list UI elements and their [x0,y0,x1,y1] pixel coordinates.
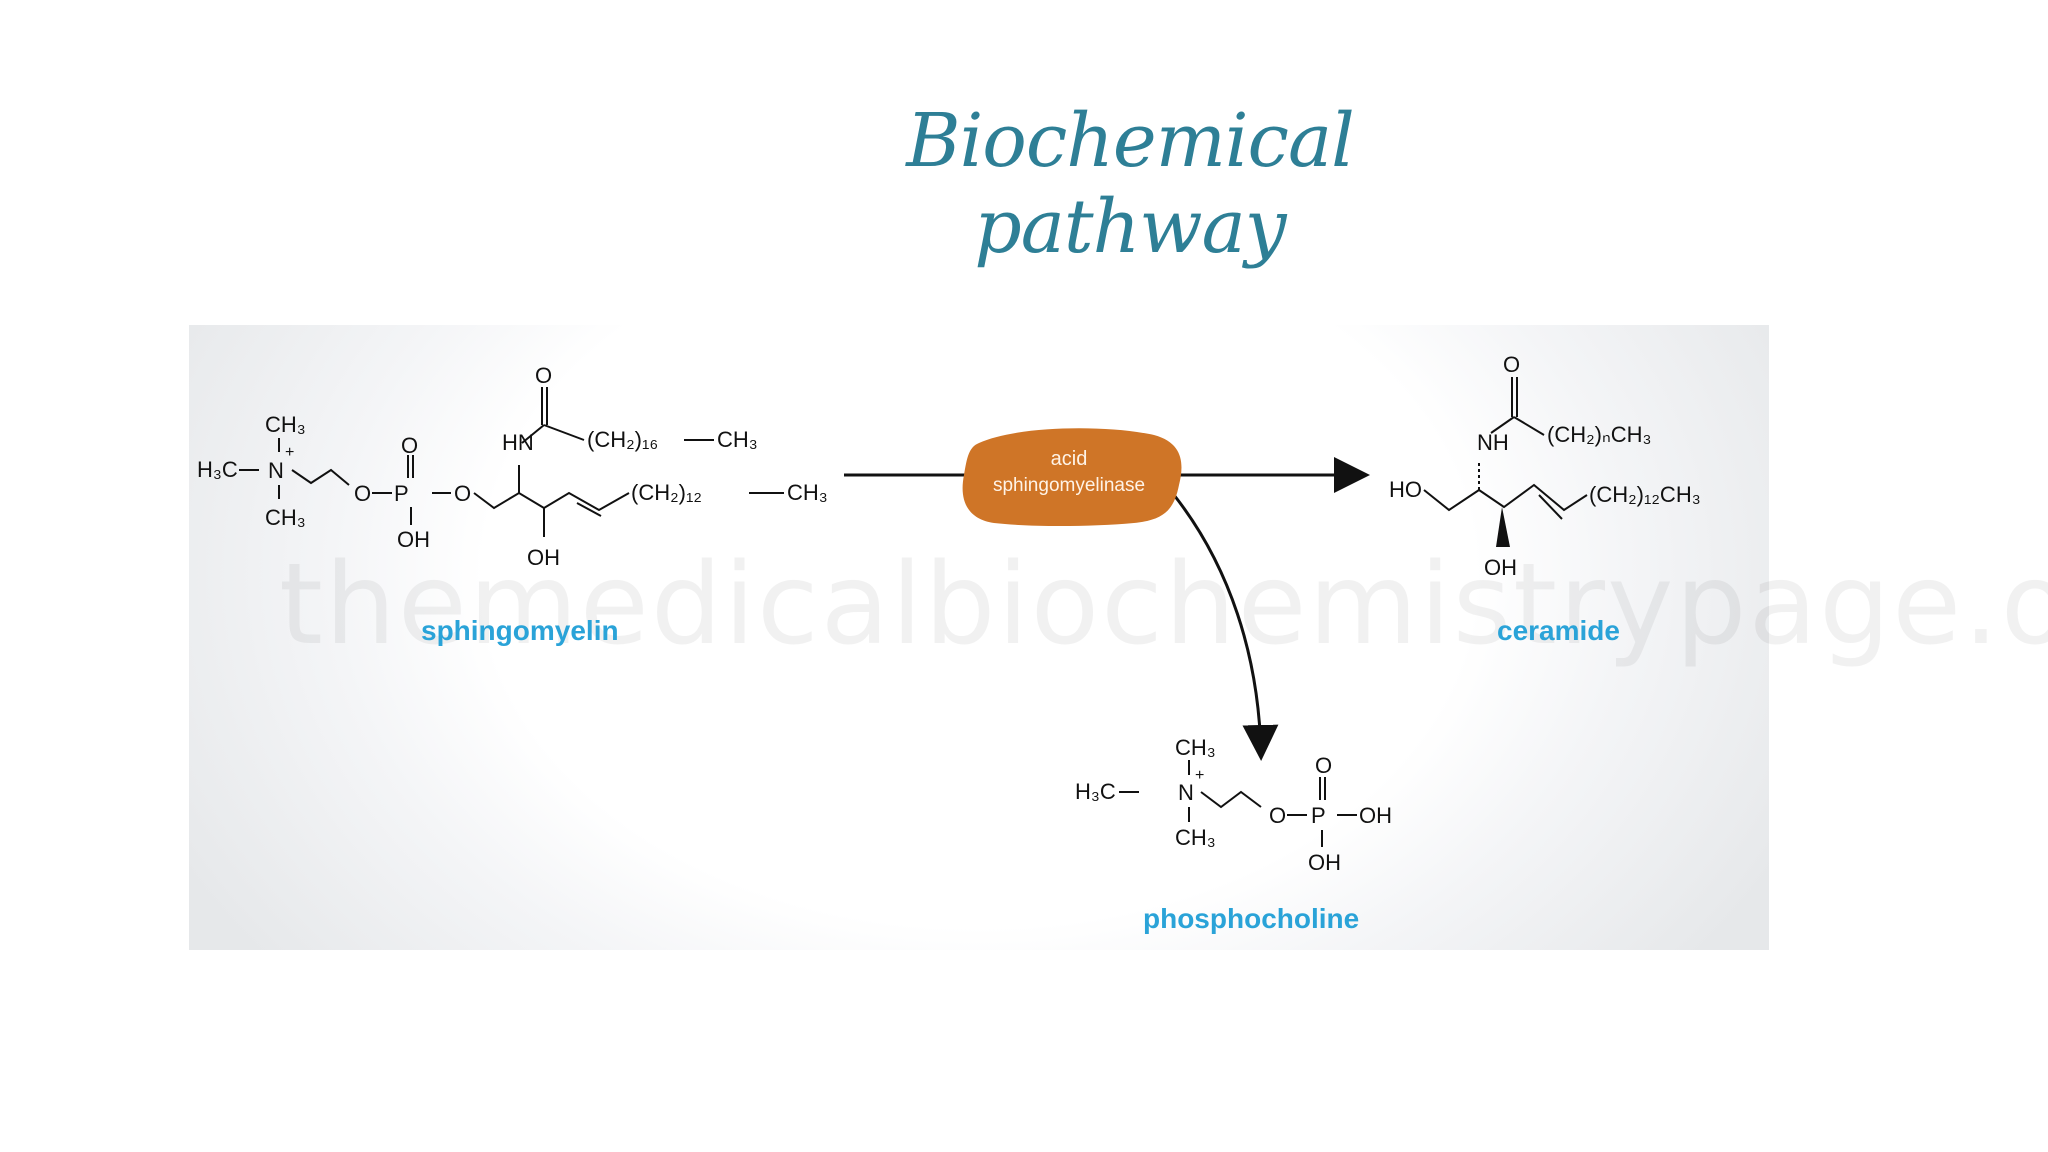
svg-text:CH₃: CH₃ [265,412,306,437]
svg-text:CH₃: CH₃ [717,427,758,452]
svg-text:H₃C: H₃C [197,457,238,482]
pathway-figure: themedicalbiochemistrypage.org [189,325,2048,950]
svg-text:O: O [354,481,371,506]
svg-text:NH: NH [1477,430,1509,455]
svg-text:P: P [394,481,409,506]
svg-text:P: P [1311,803,1326,828]
ceramide-atoms: O NH (CH₂)ₙCH₃ HO OH (CH₂)₁₂CH₃ [1389,352,1701,580]
enzyme-label-line1: acid [1051,448,1088,470]
svg-text:(CH₂)₁₆: (CH₂)₁₆ [587,427,658,452]
svg-text:CH₃: CH₃ [787,480,828,505]
reaction-diagram: CH₃ H₃C N + CH₃ O P O OH O HN O (CH₂)₁₆ … [197,352,1701,934]
svg-text:+: + [285,444,294,461]
svg-text:OH: OH [1359,803,1392,828]
svg-text:OH: OH [1484,555,1517,580]
phosphocholine-atoms: CH₃ H₃C N + CH₃ O P O OH OH [1075,735,1392,875]
svg-text:O: O [1315,753,1332,778]
svg-text:N: N [268,458,284,483]
svg-text:H₃C: H₃C [1075,779,1116,804]
svg-text:(CH₂)ₙCH₃: (CH₂)ₙCH₃ [1547,422,1651,447]
svg-text:CH₃: CH₃ [265,505,306,530]
phosphocholine-structure [1119,760,1357,847]
ceramide-label: ceramide [1497,615,1620,646]
svg-text:O: O [454,481,471,506]
svg-text:OH: OH [397,527,430,552]
sphingomyelin-atoms: CH₃ H₃C N + CH₃ O P O OH O HN O (CH₂)₁₆ … [197,363,828,570]
svg-text:(CH₂)₁₂: (CH₂)₁₂ [631,480,702,505]
watermark: themedicalbiochemistrypage.org [279,540,2048,670]
ceramide-wedge-bond [1496,507,1510,547]
svg-text:CH₃: CH₃ [1175,825,1216,850]
svg-text:N: N [1178,780,1194,805]
svg-text:O: O [1503,352,1520,377]
svg-text:HN: HN [502,430,534,455]
svg-text:HO: HO [1389,477,1422,502]
enzyme-label-line2: sphingomyelinase [993,475,1145,496]
svg-text:O: O [401,433,418,458]
svg-text:+: + [1195,767,1204,784]
slide-title: Biochemical pathway [906,98,1355,270]
svg-text:OH: OH [1308,850,1341,875]
enzyme-blob [962,428,1182,526]
svg-text:OH: OH [527,545,560,570]
phosphocholine-label: phosphocholine [1143,903,1359,934]
sphingomyelin-structure [239,387,784,537]
sphingomyelin-label: sphingomyelin [421,615,619,646]
svg-text:CH₃: CH₃ [1175,735,1216,760]
svg-text:O: O [535,363,552,388]
svg-text:O: O [1269,803,1286,828]
ceramide-structure [1423,377,1588,520]
byproduct-arrow [1172,494,1279,761]
svg-text:(CH₂)₁₂CH₃: (CH₂)₁₂CH₃ [1589,482,1701,507]
